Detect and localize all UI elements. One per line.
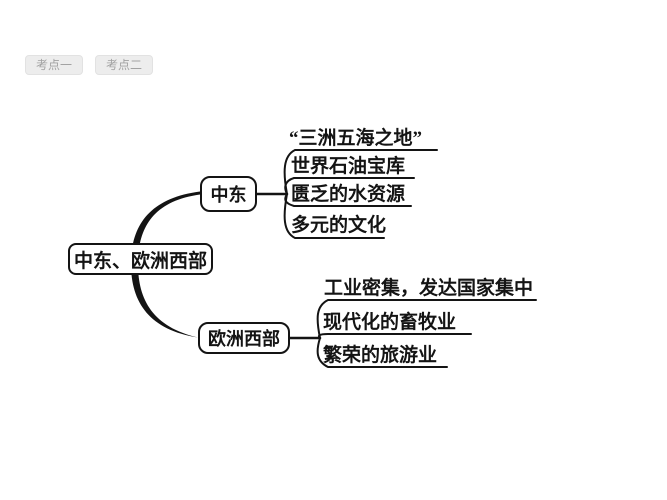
node-root: 中东、欧洲西部 xyxy=(68,243,213,275)
item-world-oil-treasury: 世界石油宝库 xyxy=(291,156,406,177)
node-middle-east: 中东 xyxy=(200,176,257,212)
item-modern-animal-husbandry: 现代化的畜牧业 xyxy=(323,312,457,333)
item-diverse-culture: 多元的文化 xyxy=(291,215,387,236)
item-dense-industry-developed-countries: 工业密集，发达国家集中 xyxy=(324,278,534,299)
middle-east-bracket xyxy=(255,149,438,239)
western-europe-bracket xyxy=(288,299,537,368)
item-scarce-water-resources: 匮乏的水资源 xyxy=(291,184,406,205)
tab-kaodian-2[interactable]: 考点二 xyxy=(95,55,153,75)
item-three-continents-five-seas: “三洲五海之地” xyxy=(289,128,423,149)
node-western-europe: 欧洲西部 xyxy=(198,322,290,354)
tab-kaodian-1[interactable]: 考点一 xyxy=(25,55,83,75)
item-prosperous-tourism: 繁荣的旅游业 xyxy=(323,345,438,366)
